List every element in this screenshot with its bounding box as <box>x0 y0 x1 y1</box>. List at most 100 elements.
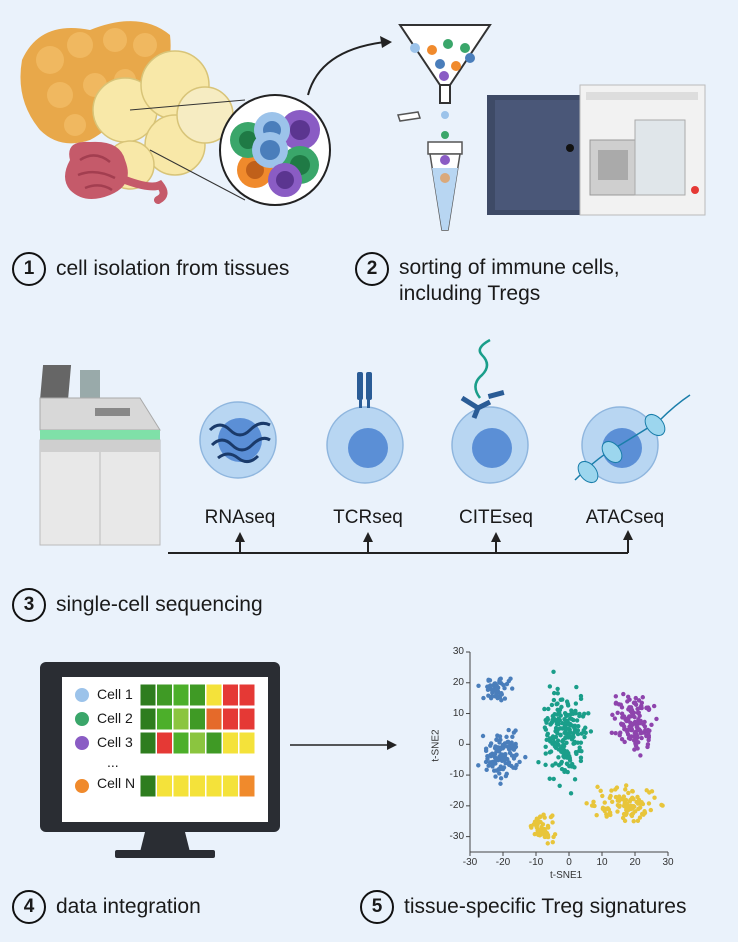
scatter-point <box>622 739 627 745</box>
scatter-point <box>542 706 547 712</box>
scatter-point <box>562 769 567 775</box>
scatter-point <box>567 758 573 763</box>
heatmap-ellipsis: ... <box>107 754 119 770</box>
scatter-point <box>551 690 557 696</box>
scatter-point <box>511 765 516 770</box>
heatmap-cell <box>222 731 239 755</box>
scatter-point <box>550 713 556 719</box>
heatmap-cell <box>172 774 190 798</box>
scatter-point <box>578 755 584 760</box>
scatter-point <box>545 841 550 846</box>
scatter-point <box>642 724 648 729</box>
scatter-point <box>635 801 641 806</box>
heatmap-row-label: Cell 2 <box>97 710 133 726</box>
scatter-point <box>500 742 506 748</box>
scatter-point <box>577 745 582 750</box>
scatter-point <box>534 825 540 830</box>
heatmap-cell <box>222 774 239 798</box>
scatter-point <box>493 774 498 779</box>
scatter-point <box>481 695 486 701</box>
scatter-point <box>548 722 553 727</box>
scatter-point <box>551 697 557 703</box>
cell-color-dot <box>73 686 91 704</box>
scatter-point <box>578 740 584 745</box>
scatter-point <box>561 754 566 759</box>
scatter-point <box>558 726 563 731</box>
scatter-point <box>574 684 579 690</box>
scatter-point <box>543 751 548 756</box>
scatter-point <box>499 698 504 703</box>
scatter-point <box>501 682 506 688</box>
scatter-point <box>550 717 555 723</box>
scatter-point <box>556 755 561 760</box>
scatter-point <box>556 721 561 727</box>
scatter-point <box>578 758 584 764</box>
sequencer-illustration <box>39 365 161 546</box>
scatter-point <box>511 730 517 735</box>
scatter-point <box>608 812 613 818</box>
scatter-point <box>504 771 509 777</box>
scatter-point <box>562 716 567 722</box>
y-tick-label: -30 <box>449 830 464 842</box>
heatmap-cell <box>205 731 223 755</box>
scatter-point <box>613 694 619 699</box>
scatter-point <box>602 800 607 805</box>
scatter-point <box>498 764 503 769</box>
scatter-point <box>492 752 498 757</box>
scatter-point <box>552 744 558 749</box>
scatter-point <box>505 744 510 749</box>
scatter-point <box>640 695 645 700</box>
heatmap-cell <box>238 707 256 731</box>
heatmap-cell <box>222 707 239 731</box>
scatter-point <box>636 717 641 722</box>
scatter-point <box>549 702 555 708</box>
scatter-point <box>574 751 579 757</box>
scatter-point <box>577 748 582 753</box>
scatter-point <box>565 755 570 760</box>
scatter-point <box>523 754 528 760</box>
y-axis-title: t-SNE2 <box>430 729 442 762</box>
scatter-point <box>494 683 499 688</box>
scatter-point <box>652 795 657 800</box>
heatmap-cell <box>156 731 173 755</box>
scatter-point <box>548 814 554 820</box>
scatter-point <box>583 725 588 730</box>
scatter-point <box>621 714 627 719</box>
scatter-point <box>640 801 646 807</box>
scatter-point <box>561 743 566 749</box>
scatter-point <box>627 799 632 804</box>
scatter-point <box>578 696 584 702</box>
heatmap-cell <box>156 774 173 798</box>
step-5: 5 tissue-specific Treg signatures <box>360 890 686 924</box>
scatter-point <box>492 688 497 693</box>
step-5-label: tissue-specific Treg signatures <box>404 895 687 918</box>
heatmap-cell <box>189 731 206 755</box>
step-2-label: sorting of immune cells, including Tregs <box>399 256 620 305</box>
scatter-point <box>504 734 509 740</box>
scatter-point <box>654 716 659 722</box>
x-axis-title: t-SNE1 <box>550 870 583 881</box>
scatter-point <box>565 761 570 767</box>
immune-cells-zoom <box>219 94 331 206</box>
scatter-point <box>629 734 634 739</box>
heatmap-cell <box>205 774 223 798</box>
scatter-point <box>534 816 540 821</box>
scatter-point <box>556 742 561 747</box>
scatter-point <box>600 805 606 811</box>
scatter-point <box>639 730 645 735</box>
scatter-point <box>487 760 493 765</box>
scatter-point <box>569 761 575 767</box>
scatter-point <box>506 727 511 733</box>
scatter-point <box>505 739 511 745</box>
scatter-point <box>637 805 643 810</box>
scatter-point <box>639 735 644 741</box>
y-tick-label: 0 <box>458 738 464 750</box>
scatter-point <box>497 740 502 745</box>
scatter-point <box>547 684 553 689</box>
scatter-point <box>567 729 573 735</box>
scatter-point <box>507 750 513 756</box>
scatter-point <box>623 797 629 803</box>
y-tick-label: 10 <box>452 707 464 719</box>
heatmap-row-label: Cell N <box>97 775 136 791</box>
scatter-point <box>551 736 556 742</box>
